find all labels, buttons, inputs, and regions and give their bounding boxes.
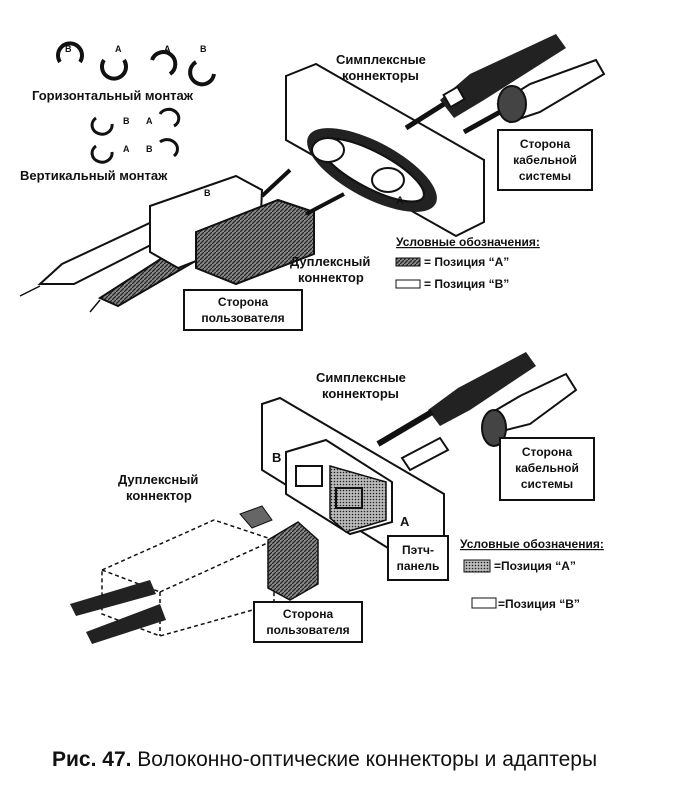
figure-caption: Рис. 47. Волоконно-оптические коннекторы… (52, 748, 652, 772)
legend-b-label: =Позиция “B” (498, 597, 580, 611)
ring-letter: A (123, 144, 130, 154)
patch-panel-label-line1: Пэтч- (402, 543, 434, 557)
simplex-connector-b (400, 372, 578, 472)
duplex-label-line2: коннектор (126, 488, 192, 503)
vertical-mount-label: Вертикальный монтаж (20, 168, 168, 183)
duplex-label-line1: Дуплексный (118, 472, 198, 487)
simplex-connector-a (376, 352, 536, 447)
legend-swatch-a (463, 559, 491, 573)
simplex-label-line1: Симплексные (316, 370, 406, 385)
user-side-label-line2: пользователя (266, 623, 349, 637)
legend-swatch-a (395, 257, 421, 267)
top-panel: B A A B Горизонтальный монтаж B A A B Ве… (19, 34, 606, 331)
duplex-connector-bottom (70, 505, 319, 644)
legend-swatch-b (471, 597, 497, 609)
ring-letter: B (65, 44, 72, 54)
cable-side-label-line1: Сторона (522, 445, 573, 459)
mount-rings-horizontal (56, 41, 216, 87)
legend-swatch-b (395, 279, 421, 289)
caption-number: Рис. 47. (52, 748, 132, 771)
ring-letter: B (200, 44, 207, 54)
simplex-label-line1: Симплексные (336, 52, 426, 67)
simplex-connector-b (462, 58, 606, 135)
user-side-label-line1: Сторона (218, 295, 269, 309)
ring-letter: B (123, 116, 130, 126)
simplex-label-line2: коннекторы (342, 68, 419, 83)
duplex-label-line2: коннектор (298, 270, 364, 285)
cable-side-box (497, 129, 593, 191)
legend-a-label: =Позиция “A” (494, 559, 576, 573)
patch-panel-label-line2: панель (397, 559, 440, 573)
cable-side-label-line3: системы (521, 477, 573, 491)
duplex-label-line1: Дуплексный (290, 254, 370, 269)
user-side-box (183, 289, 303, 331)
legend-title: Условные обозначения: (396, 235, 540, 249)
ring-letter: A (146, 116, 153, 126)
port-b-label: B (272, 450, 281, 465)
simplex-label-line2: коннекторы (322, 386, 399, 401)
caption-text: Волоконно-оптические коннекторы и адапте… (131, 748, 598, 771)
duplex-connector-top: B (19, 168, 345, 313)
connector-b-label: B (204, 188, 211, 198)
cable-side-box (499, 437, 595, 501)
port-a-label: A (400, 514, 410, 529)
port-a-label: A (396, 195, 404, 207)
patch-panel-box (387, 535, 449, 581)
horizontal-mount-label: Горизонтальный монтаж (32, 88, 194, 103)
mount-rings-vertical (90, 107, 181, 164)
user-side-box (253, 601, 363, 643)
legend-a-label: = Позиция “A” (424, 255, 509, 269)
user-side-label-line2: пользователя (201, 311, 284, 325)
cable-side-label-line2: кабельной (515, 461, 579, 475)
cable-side-label-line2: кабельной (513, 153, 577, 167)
ring-letter: A (115, 44, 122, 54)
legend-b-label: = Позиция “B” (424, 277, 509, 291)
cable-side-label-line3: системы (519, 169, 571, 183)
user-side-label-line1: Сторона (283, 607, 334, 621)
bottom-panel: Симплексные коннекторы B A Сторона кабел… (70, 352, 604, 644)
cable-side-label-line1: Сторона (520, 137, 571, 151)
ring-letter: A (164, 44, 171, 54)
ring-letter: B (146, 144, 153, 154)
simplex-connector-a (404, 34, 566, 131)
fiber-connectors-figure: B A A B Горизонтальный монтаж B A A B Ве… (19, 34, 606, 644)
legend-title: Условные обозначения: (460, 537, 604, 551)
